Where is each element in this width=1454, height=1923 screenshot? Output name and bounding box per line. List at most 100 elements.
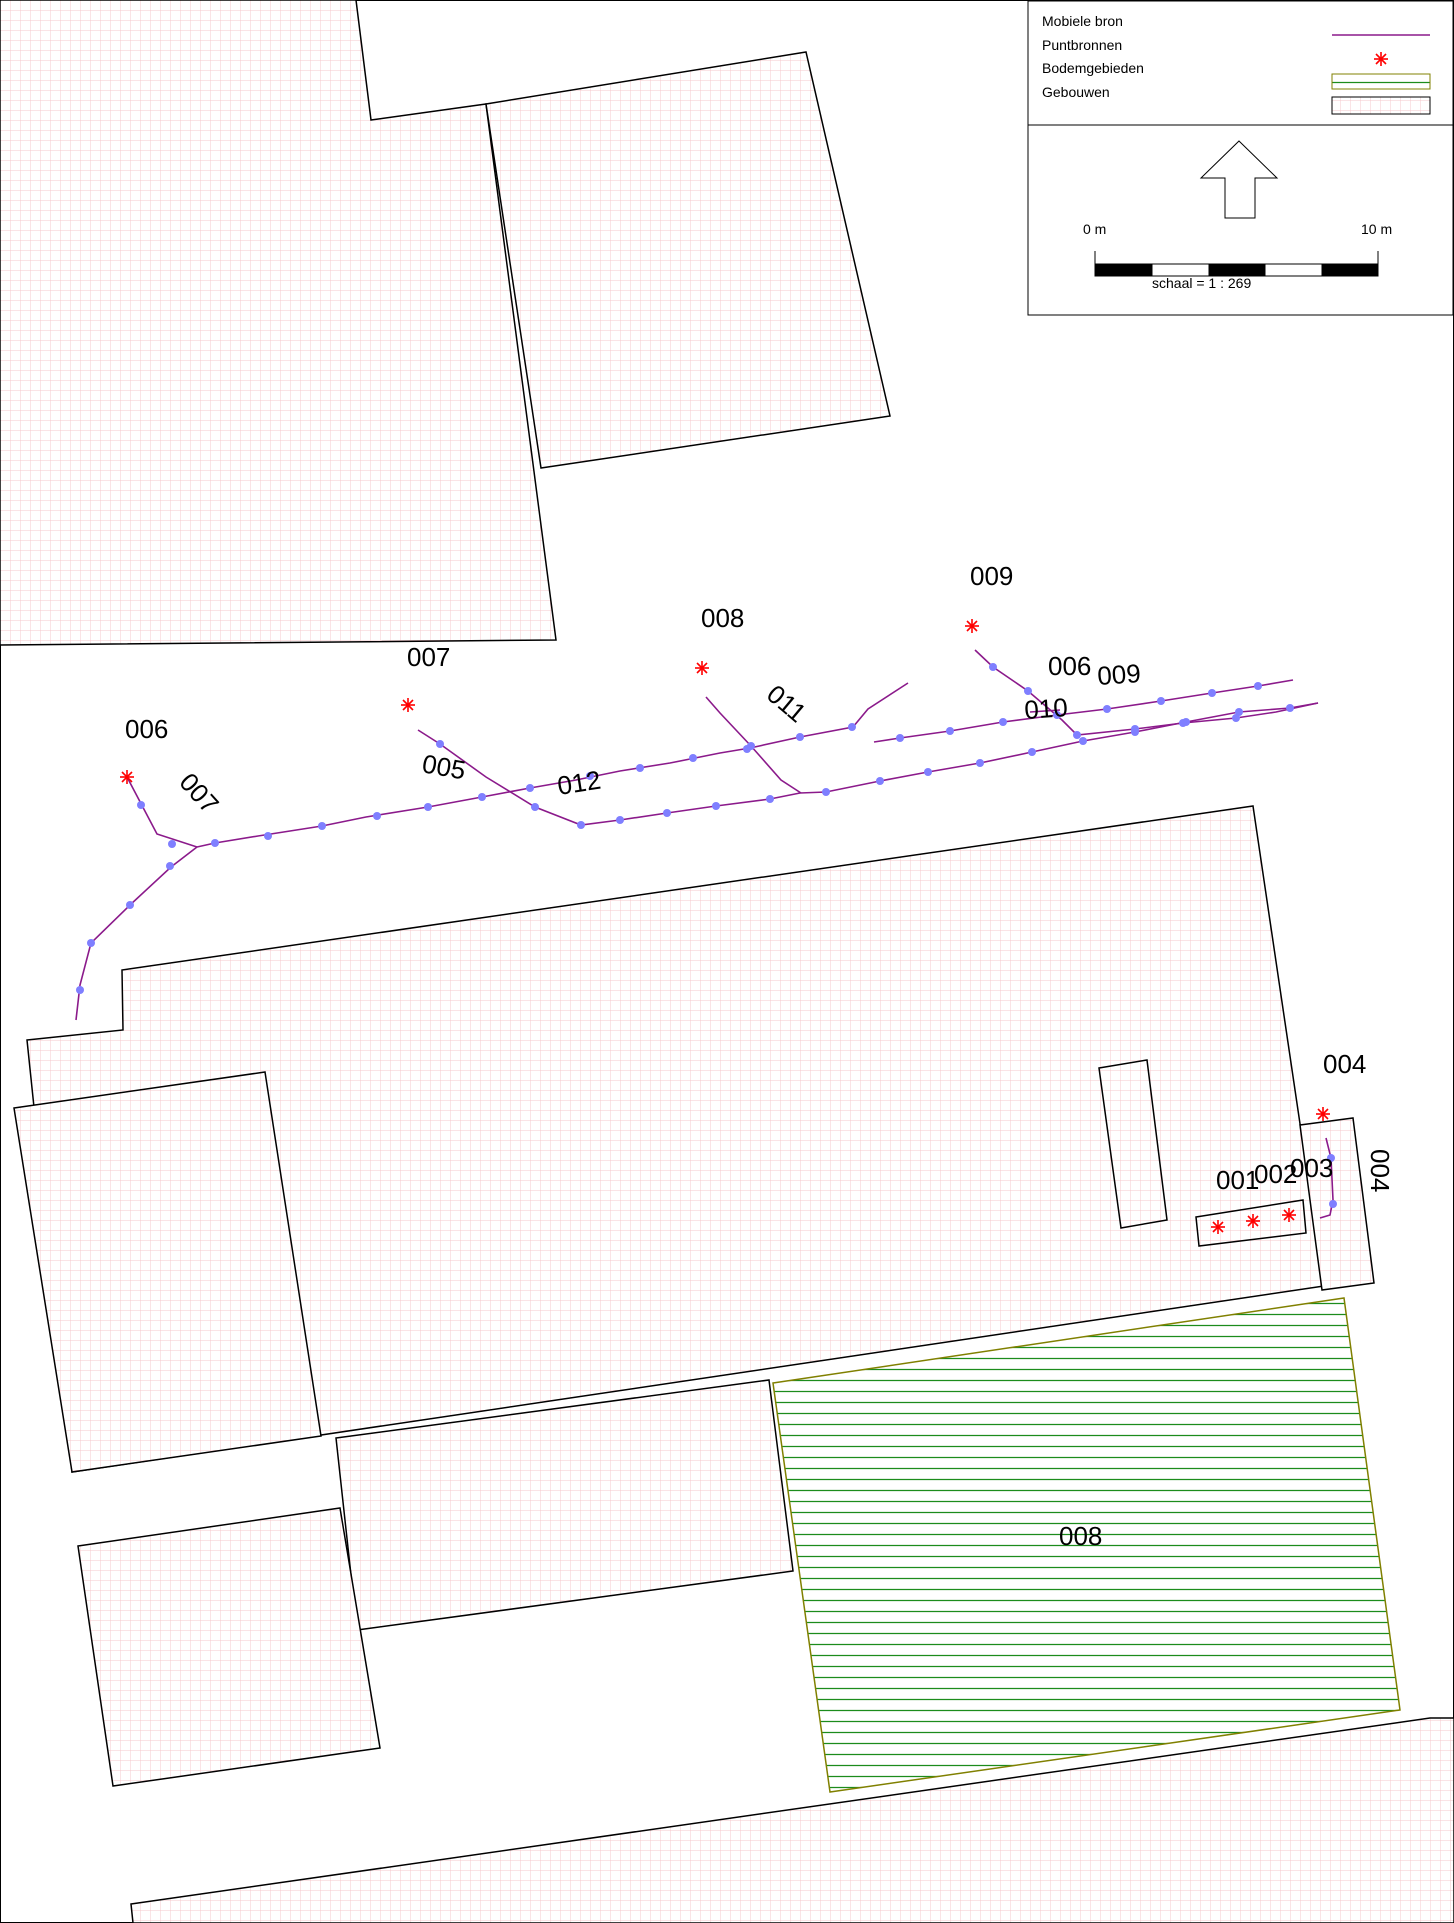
point-source-label: 008 bbox=[701, 603, 744, 633]
north-arrow-icon bbox=[1199, 140, 1279, 219]
mobile-source-point bbox=[1208, 689, 1216, 697]
mobile-source-point bbox=[211, 839, 219, 847]
point-source-label: 001 bbox=[1216, 1165, 1259, 1195]
mobile-source-point bbox=[876, 777, 884, 785]
mobile-source-point bbox=[1327, 1154, 1335, 1162]
line-source-label: 011 bbox=[761, 679, 812, 729]
scale-bar bbox=[1094, 251, 1379, 277]
mobile-route-006 bbox=[126, 776, 198, 848]
mobile-source-points bbox=[76, 663, 1337, 1208]
building bbox=[13, 1071, 322, 1473]
point-source-label: 006 bbox=[125, 714, 168, 744]
point-source-star-icon bbox=[695, 661, 709, 675]
map-labels: 006 007 008 009 004 001 002 003 007 005 … bbox=[125, 561, 1395, 1551]
legend-building-swatch-icon bbox=[1331, 96, 1431, 115]
mobile-source-point bbox=[712, 802, 720, 810]
line-source-label: 012 bbox=[555, 765, 603, 801]
line-source-label: 010 bbox=[1023, 692, 1068, 725]
mobile-source-point bbox=[848, 723, 856, 731]
building bbox=[1098, 1059, 1168, 1229]
mobile-route-lower bbox=[799, 702, 1319, 794]
point-source-star-icon bbox=[1282, 1208, 1296, 1222]
mobile-route-upper bbox=[873, 679, 1294, 743]
mobile-source-point bbox=[373, 812, 381, 820]
mobile-source-point bbox=[1254, 682, 1262, 690]
line-source-label: 005 bbox=[420, 748, 468, 785]
line-source-label: 006 bbox=[1048, 651, 1091, 681]
mobile-source-point bbox=[424, 803, 432, 811]
point-sources bbox=[120, 619, 1330, 1234]
legend-soil-area-swatch-icon bbox=[1331, 73, 1431, 90]
mobile-source-point bbox=[264, 832, 272, 840]
mobile-source-point bbox=[989, 663, 997, 671]
mobile-source-point bbox=[1232, 714, 1240, 722]
legend-point-source-star-icon bbox=[1374, 52, 1388, 66]
point-source-label: 004 bbox=[1323, 1049, 1366, 1079]
mobile-source-point bbox=[168, 840, 176, 848]
soil-area-008 bbox=[772, 1297, 1401, 1793]
mobile-source-point bbox=[747, 742, 755, 750]
mobile-source-point bbox=[1235, 708, 1243, 716]
legend-label-soil-areas: Bodemgebieden bbox=[1042, 60, 1144, 76]
mobile-source-point bbox=[87, 939, 95, 947]
mobile-source-point bbox=[586, 772, 594, 780]
mobile-source-point bbox=[1079, 737, 1087, 745]
point-source-label: 003 bbox=[1290, 1153, 1333, 1183]
building bbox=[77, 1507, 381, 1787]
building bbox=[0, 0, 557, 646]
mobile-source-point bbox=[1286, 704, 1294, 712]
line-source-label: 004 bbox=[1365, 1149, 1395, 1192]
mobile-source-point bbox=[924, 768, 932, 776]
mobile-source-point bbox=[689, 754, 697, 762]
legend-label-buildings: Gebouwen bbox=[1042, 84, 1110, 100]
mobile-source-point bbox=[946, 727, 954, 735]
mobile-source-point bbox=[318, 822, 326, 830]
building bbox=[130, 1717, 1454, 1923]
mobile-source-point bbox=[1053, 711, 1061, 719]
mobile-source-point bbox=[478, 793, 486, 801]
point-source-star-icon bbox=[965, 619, 979, 633]
legend-frame bbox=[1027, 0, 1454, 316]
mobile-route-009 bbox=[974, 649, 1319, 736]
mobile-source-point bbox=[436, 740, 444, 748]
mobile-source-point bbox=[531, 803, 539, 811]
legend: Mobiele bron Puntbronnen Bodemgebieden G… bbox=[1027, 0, 1454, 316]
line-source-label: 009 bbox=[1096, 658, 1141, 691]
mobile-source-point bbox=[1157, 697, 1165, 705]
mobile-source-point bbox=[76, 986, 84, 994]
point-source-label: 007 bbox=[407, 642, 450, 672]
mobile-source-point bbox=[1028, 748, 1036, 756]
mobile-route-main bbox=[196, 682, 909, 848]
mobile-source-point bbox=[976, 759, 984, 767]
scale-end-label: 10 m bbox=[1361, 221, 1392, 237]
point-source-star-icon bbox=[1246, 1214, 1260, 1228]
scale-ratio-label: schaal = 1 : 269 bbox=[1152, 275, 1251, 291]
mobile-source-point bbox=[526, 784, 534, 792]
mobile-source-point bbox=[636, 764, 644, 772]
mobile-source-point bbox=[166, 862, 174, 870]
mobile-source-point bbox=[126, 901, 134, 909]
area-source-label: 008 bbox=[1059, 1521, 1102, 1551]
point-source-star-icon bbox=[120, 770, 134, 784]
mobile-source-point bbox=[1073, 731, 1081, 739]
mobile-source-point bbox=[663, 809, 671, 817]
mobile-source-point bbox=[796, 733, 804, 741]
mobile-source-point bbox=[766, 795, 774, 803]
mobile-route-010 bbox=[1029, 709, 1061, 713]
scale-start-label: 0 m bbox=[1083, 221, 1106, 237]
point-source-label: 009 bbox=[970, 561, 1013, 591]
line-source-label: 007 bbox=[174, 767, 225, 819]
point-source-star-icon bbox=[1316, 1107, 1330, 1121]
mobile-source-point bbox=[577, 821, 585, 829]
mobile-source-point bbox=[1329, 1200, 1337, 1208]
mobile-source-point bbox=[896, 734, 904, 742]
point-source-label: 002 bbox=[1254, 1159, 1297, 1189]
mobile-source-point bbox=[1131, 725, 1139, 733]
mobile-source-point bbox=[616, 816, 624, 824]
legend-label-mobile-source: Mobiele bron bbox=[1042, 13, 1123, 29]
mobile-source-point bbox=[1179, 719, 1187, 727]
mobile-source-point bbox=[1103, 705, 1111, 713]
legend-label-point-sources: Puntbronnen bbox=[1042, 37, 1122, 53]
